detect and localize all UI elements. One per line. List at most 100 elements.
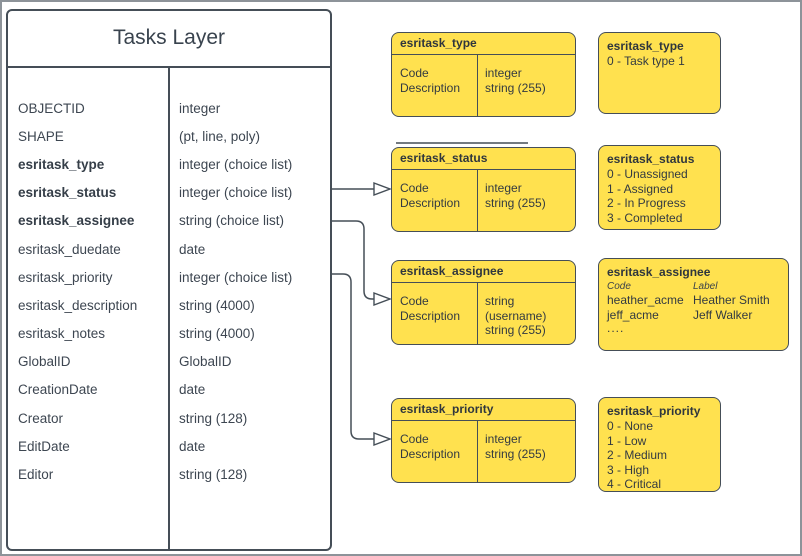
field-type: date [179,438,206,454]
field-row-objectid: OBJECTID integer [8,94,330,122]
lookup-field-type: string (255) [485,323,546,337]
column-divider [477,421,479,482]
field-type: integer [179,100,221,116]
field-row-priority: esritask_priority integer (choice list) [8,263,330,291]
lookup-field-type: integer [485,181,522,195]
field-name: esritask_duedate [18,241,121,257]
tasks-layer-table: Tasks Layer OBJECTID integer SHAPE (pt, li… [6,9,332,551]
assignee-label: Heather Smith [693,293,770,307]
value-item: 4 - Critical [607,477,662,492]
assignee-row: jeff_acme Jeff Walker [607,308,780,323]
lookup-field-type: integer [485,432,522,446]
column-divider [168,66,170,549]
lookup-field: Description [400,446,461,461]
label-column-header: Label [693,281,718,292]
field-type: date [179,382,206,398]
field-type: integer (choice list) [179,185,293,201]
field-type: string (128) [179,410,248,426]
value-list-status: esritask_status 0 - Unassigned 1 - Assig… [598,145,721,230]
field-name: esritask_type [18,156,105,172]
field-name: esritask_notes [18,326,106,342]
lookup-field: Description [400,80,461,95]
assignee-row: heather_acme Heather Smith [607,293,780,308]
lookup-field: Code [400,181,429,195]
lookup-field: Code [400,432,429,446]
field-name: Editor [18,467,54,483]
value-item: 1 - Assigned [607,181,674,196]
field-name: esritask_priority [18,269,113,285]
value-item: 0 - None [607,419,654,433]
value-list-title: esritask_type [607,39,684,53]
lookup-title: esritask_assignee [392,261,575,283]
field-type: string (4000) [179,326,255,342]
lookup-title: esritask_priority [392,399,575,421]
field-type: string (choice list) [179,213,285,229]
field-name: EditDate [18,438,70,454]
field-name: esritask_status [18,185,117,201]
assignee-column-headers: Code Label [607,280,780,293]
lookup-field: Code [400,66,429,80]
field-name: CreationDate [18,382,98,398]
field-name: OBJECTID [18,100,85,116]
lookup-field-type: string (255) [485,80,546,95]
value-list-type: esritask_type 0 - Task type 1 [598,32,721,114]
field-name: GlobalID [18,354,71,370]
lookup-field-type: string (255) [485,195,546,210]
field-row-type: esritask_type integer (choice list) [8,150,330,178]
field-type: (pt, line, poly) [179,128,261,144]
lookup-field: Code [400,294,429,308]
arrowhead-priority [373,431,392,447]
lookup-field: Description [400,195,461,210]
field-type: GlobalID [179,354,232,370]
value-item: 1 - Low [607,433,647,448]
lookup-field-type: string (255) [485,446,546,461]
field-row-editdate: EditDate date [8,432,330,460]
field-type: integer (choice list) [179,156,293,172]
value-item: 3 - Completed [607,210,683,225]
value-list-title: esritask_priority [607,404,701,418]
lookup-title: esritask_status [392,148,575,170]
field-row-globalid: GlobalID GlobalID [8,348,330,376]
field-row-shape: SHAPE (pt, line, poly) [8,122,330,150]
field-type: integer (choice list) [179,269,293,285]
value-list-title: esritask_assignee [607,265,711,279]
arrowhead-assignee [373,291,392,307]
lookup-field-type: integer [485,66,522,80]
field-row-assignee: esritask_assignee string (choice list) [8,207,330,235]
lookup-title: esritask_type [392,33,575,55]
field-name: esritask_assignee [18,213,135,229]
assignee-label: Jeff Walker [693,307,753,322]
tasks-layer-title: Tasks Layer [112,26,226,49]
field-type: string (128) [179,467,248,483]
connector-priority [330,273,374,440]
assignee-code: heather_acme [607,293,684,307]
value-list-title: esritask_status [607,152,695,166]
arrowhead-status [373,181,392,197]
value-item: 0 - Task type 1 [607,54,685,68]
field-name: SHAPE [18,128,64,144]
value-list-assignee: esritask_assignee Code Label heather_acm… [598,258,789,351]
value-list-priority: esritask_priority 0 - None 1 - Low 2 - M… [598,397,721,492]
field-name: Creator [18,410,64,426]
field-row-status: esritask_status integer (choice list) [8,179,330,207]
value-item: 0 - Unassigned [607,167,688,181]
field-row-creator: Creator string (128) [8,404,330,432]
assignee-more-ellipsis: .... [607,321,625,335]
field-rows: OBJECTID integer SHAPE (pt, line, poly) es… [8,94,330,489]
field-row-creationdate: CreationDate date [8,376,330,404]
field-row-notes: esritask_notes string (4000) [8,320,330,348]
value-item: 3 - High [607,462,650,477]
column-divider [477,55,479,116]
value-item: 2 - Medium [607,448,668,463]
lookup-field: Description [400,308,461,323]
field-type: date [179,241,206,257]
field-row-duedate: esritask_duedate date [8,235,330,263]
column-divider [477,170,479,231]
